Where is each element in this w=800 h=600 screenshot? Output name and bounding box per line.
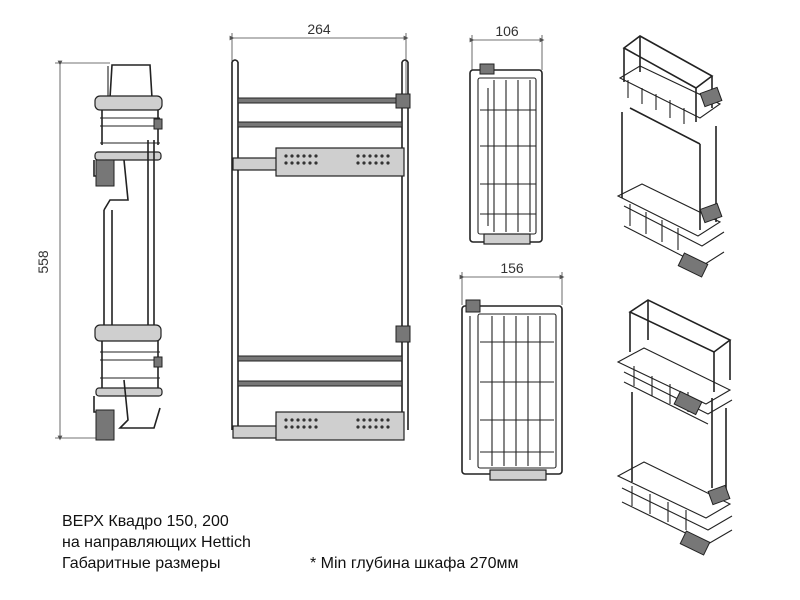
isometric-view-top [616,35,725,278]
width-front-dimension-label: 264 [307,21,331,37]
caption-line-2: на направляющих Hettich [62,534,251,551]
height-dimension-label: 558 [35,250,51,274]
caption-block: ВЕРХ Квадро 150, 200 на направляющих Het… [62,511,251,574]
front-view: 264 [229,21,411,441]
depth-note: * Min глубина шкафа 270мм [310,555,519,572]
bottom-plan-view: 156 [459,260,565,481]
isometric-view-bottom [616,299,733,556]
width-top-dimension-label: 106 [495,23,519,39]
side-view: 558 [35,60,163,441]
width-bottom-dimension-label: 156 [500,260,524,276]
top-plan-view: 106 [469,23,545,245]
caption-line-1: ВЕРХ Квадро 150, 200 [62,513,229,530]
caption-line-3: Габаритные размеры [62,555,221,572]
